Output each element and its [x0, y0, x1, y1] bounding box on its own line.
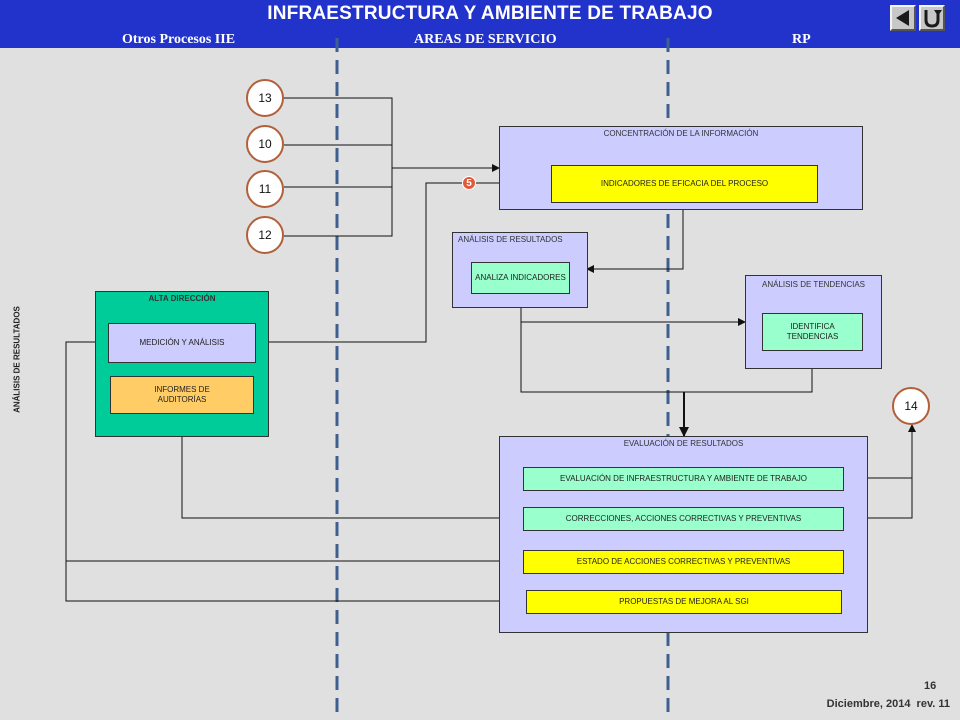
connector-13[interactable]: 13 [246, 79, 284, 117]
back-button[interactable] [890, 5, 916, 31]
page-number: 16 [924, 680, 937, 692]
indicadores-eficacia-box[interactable]: INDICADORES DE EFICACIA DEL PROCESO [551, 165, 818, 203]
identifica-tendencias-box[interactable]: IDENTIFICA TENDENCIAS [762, 313, 863, 351]
informes-auditorias-box[interactable]: INFORMES DE AUDITORÍAS [110, 376, 254, 414]
analisis-resultados-side-label: ANÁLISIS DE RESULTADOS [12, 306, 22, 413]
connector-10[interactable]: 10 [246, 125, 284, 163]
header-bar: INFRAESTRUCTURA Y AMBIENTE DE TRABAJO Ot… [0, 0, 960, 48]
analisis-resultados-box: ANÁLISIS DE RESULTADOS ANALIZA INDICADOR… [452, 232, 588, 308]
evaluacion-caption: EVALUACIÓN DE RESULTADOS [623, 439, 744, 448]
revision-date: Diciembre, 2014 rev. 11 [826, 698, 950, 710]
return-icon [924, 10, 942, 28]
analisis-resultados-caption: ANÁLISIS DE RESULTADOS [458, 235, 563, 244]
page-title: INFRAESTRUCTURA Y AMBIENTE DE TRABAJO [267, 3, 713, 24]
concentracion-caption: CONCENTRACIÓN DE LA INFORMACIÓN [603, 129, 759, 138]
analisis-tendencias-box: ANÁLISIS DE TENDENCIAS IDENTIFICA TENDEN… [745, 275, 882, 369]
analisis-tendencias-caption: ANÁLISIS DE TENDENCIAS [762, 280, 865, 289]
connector-14[interactable]: 14 [892, 387, 930, 425]
connector-11[interactable]: 11 [246, 170, 284, 208]
back-icon [896, 10, 909, 26]
lane-label-rp: RP [792, 32, 811, 47]
estado-acciones-box[interactable]: ESTADO DE ACCIONES CORRECTIVAS Y PREVENT… [523, 550, 844, 574]
correcciones-box[interactable]: CORRECCIONES, ACCIONES CORRECTIVAS Y PRE… [523, 507, 844, 531]
connector-12[interactable]: 12 [246, 216, 284, 254]
lane-label-areas: AREAS DE SERVICIO [414, 32, 557, 47]
eval-infraestructura-box[interactable]: EVALUACIÓN DE INFRAESTRUCTURA Y AMBIENTE… [523, 467, 844, 491]
lane-label-otros: Otros Procesos IIE [122, 32, 236, 47]
marker-5[interactable]: 5 [462, 176, 476, 190]
concentracion-box: CONCENTRACIÓN DE LA INFORMACIÓN INDICADO… [499, 126, 863, 210]
alta-direccion-box: ALTA DIRECCIÓN MEDICIÓN Y ANÁLISIS INFOR… [95, 291, 269, 437]
analiza-indicadores-box[interactable]: ANALIZA INDICADORES [471, 262, 570, 294]
return-button[interactable] [919, 5, 945, 31]
medicion-analisis-box[interactable]: MEDICIÓN Y ANÁLISIS [108, 323, 256, 363]
propuestas-mejora-box[interactable]: PROPUESTAS DE MEJORA AL SGI [526, 590, 842, 614]
evaluacion-resultados-box: EVALUACIÓN DE RESULTADOS EVALUACIÓN DE I… [499, 436, 868, 633]
alta-direccion-caption: ALTA DIRECCIÓN [148, 294, 216, 303]
